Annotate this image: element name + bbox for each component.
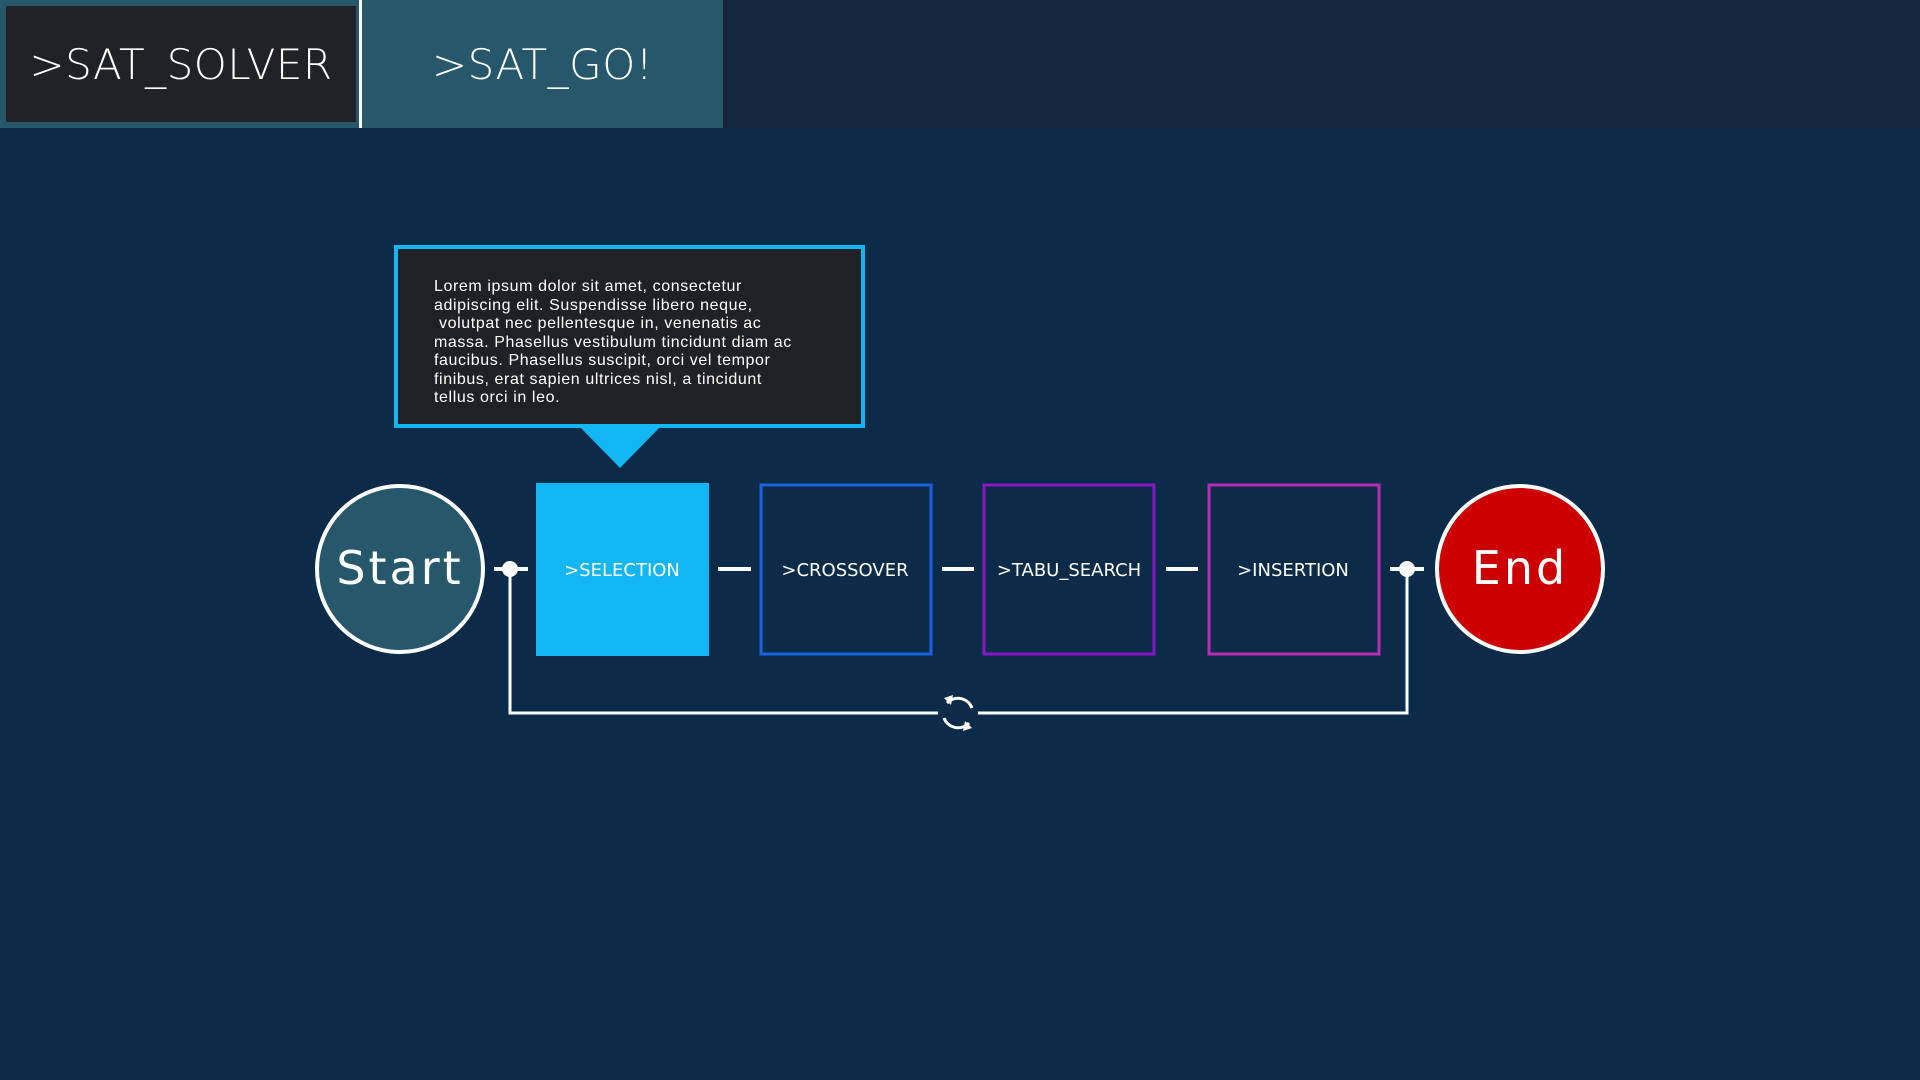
- step-box: [536, 483, 709, 656]
- step-insertion[interactable]: >INSERTION: [1207, 483, 1381, 656]
- tab-divider: [359, 0, 362, 128]
- connector-dot-end: [1399, 561, 1415, 577]
- tab-sat-solver[interactable]: >SAT_SOLVER: [0, 0, 362, 128]
- end-node[interactable]: [1435, 484, 1605, 654]
- step-label: >INSERTION: [1237, 560, 1349, 581]
- step-box: [982, 483, 1156, 656]
- start-label: Start: [336, 541, 463, 595]
- refresh-icon[interactable]: [938, 693, 978, 733]
- step-tabu-search[interactable]: >TABU_SEARCH: [982, 483, 1156, 656]
- tab-sat-go[interactable]: >SAT_GO!: [362, 0, 723, 128]
- top-bar: >SAT_SOLVER >SAT_GO!: [0, 0, 1920, 128]
- step-crossover[interactable]: >CROSSOVER: [759, 483, 933, 656]
- tooltip-pointer: [580, 427, 660, 468]
- connector-dot-start: [502, 561, 518, 577]
- step-box: [1207, 483, 1381, 656]
- end-label: End: [1472, 541, 1568, 595]
- step-box: [759, 483, 933, 656]
- info-tooltip: Lorem ipsum dolor sit amet, consectetur …: [394, 245, 865, 428]
- step-label: >TABU_SEARCH: [997, 560, 1141, 581]
- tooltip-text: Lorem ipsum dolor sit amet, consectetur …: [434, 278, 792, 406]
- step-selection[interactable]: >SELECTION: [536, 483, 709, 656]
- step-label: >CROSSOVER: [781, 560, 908, 581]
- start-node[interactable]: [315, 484, 485, 654]
- step-label: >SELECTION: [564, 560, 680, 581]
